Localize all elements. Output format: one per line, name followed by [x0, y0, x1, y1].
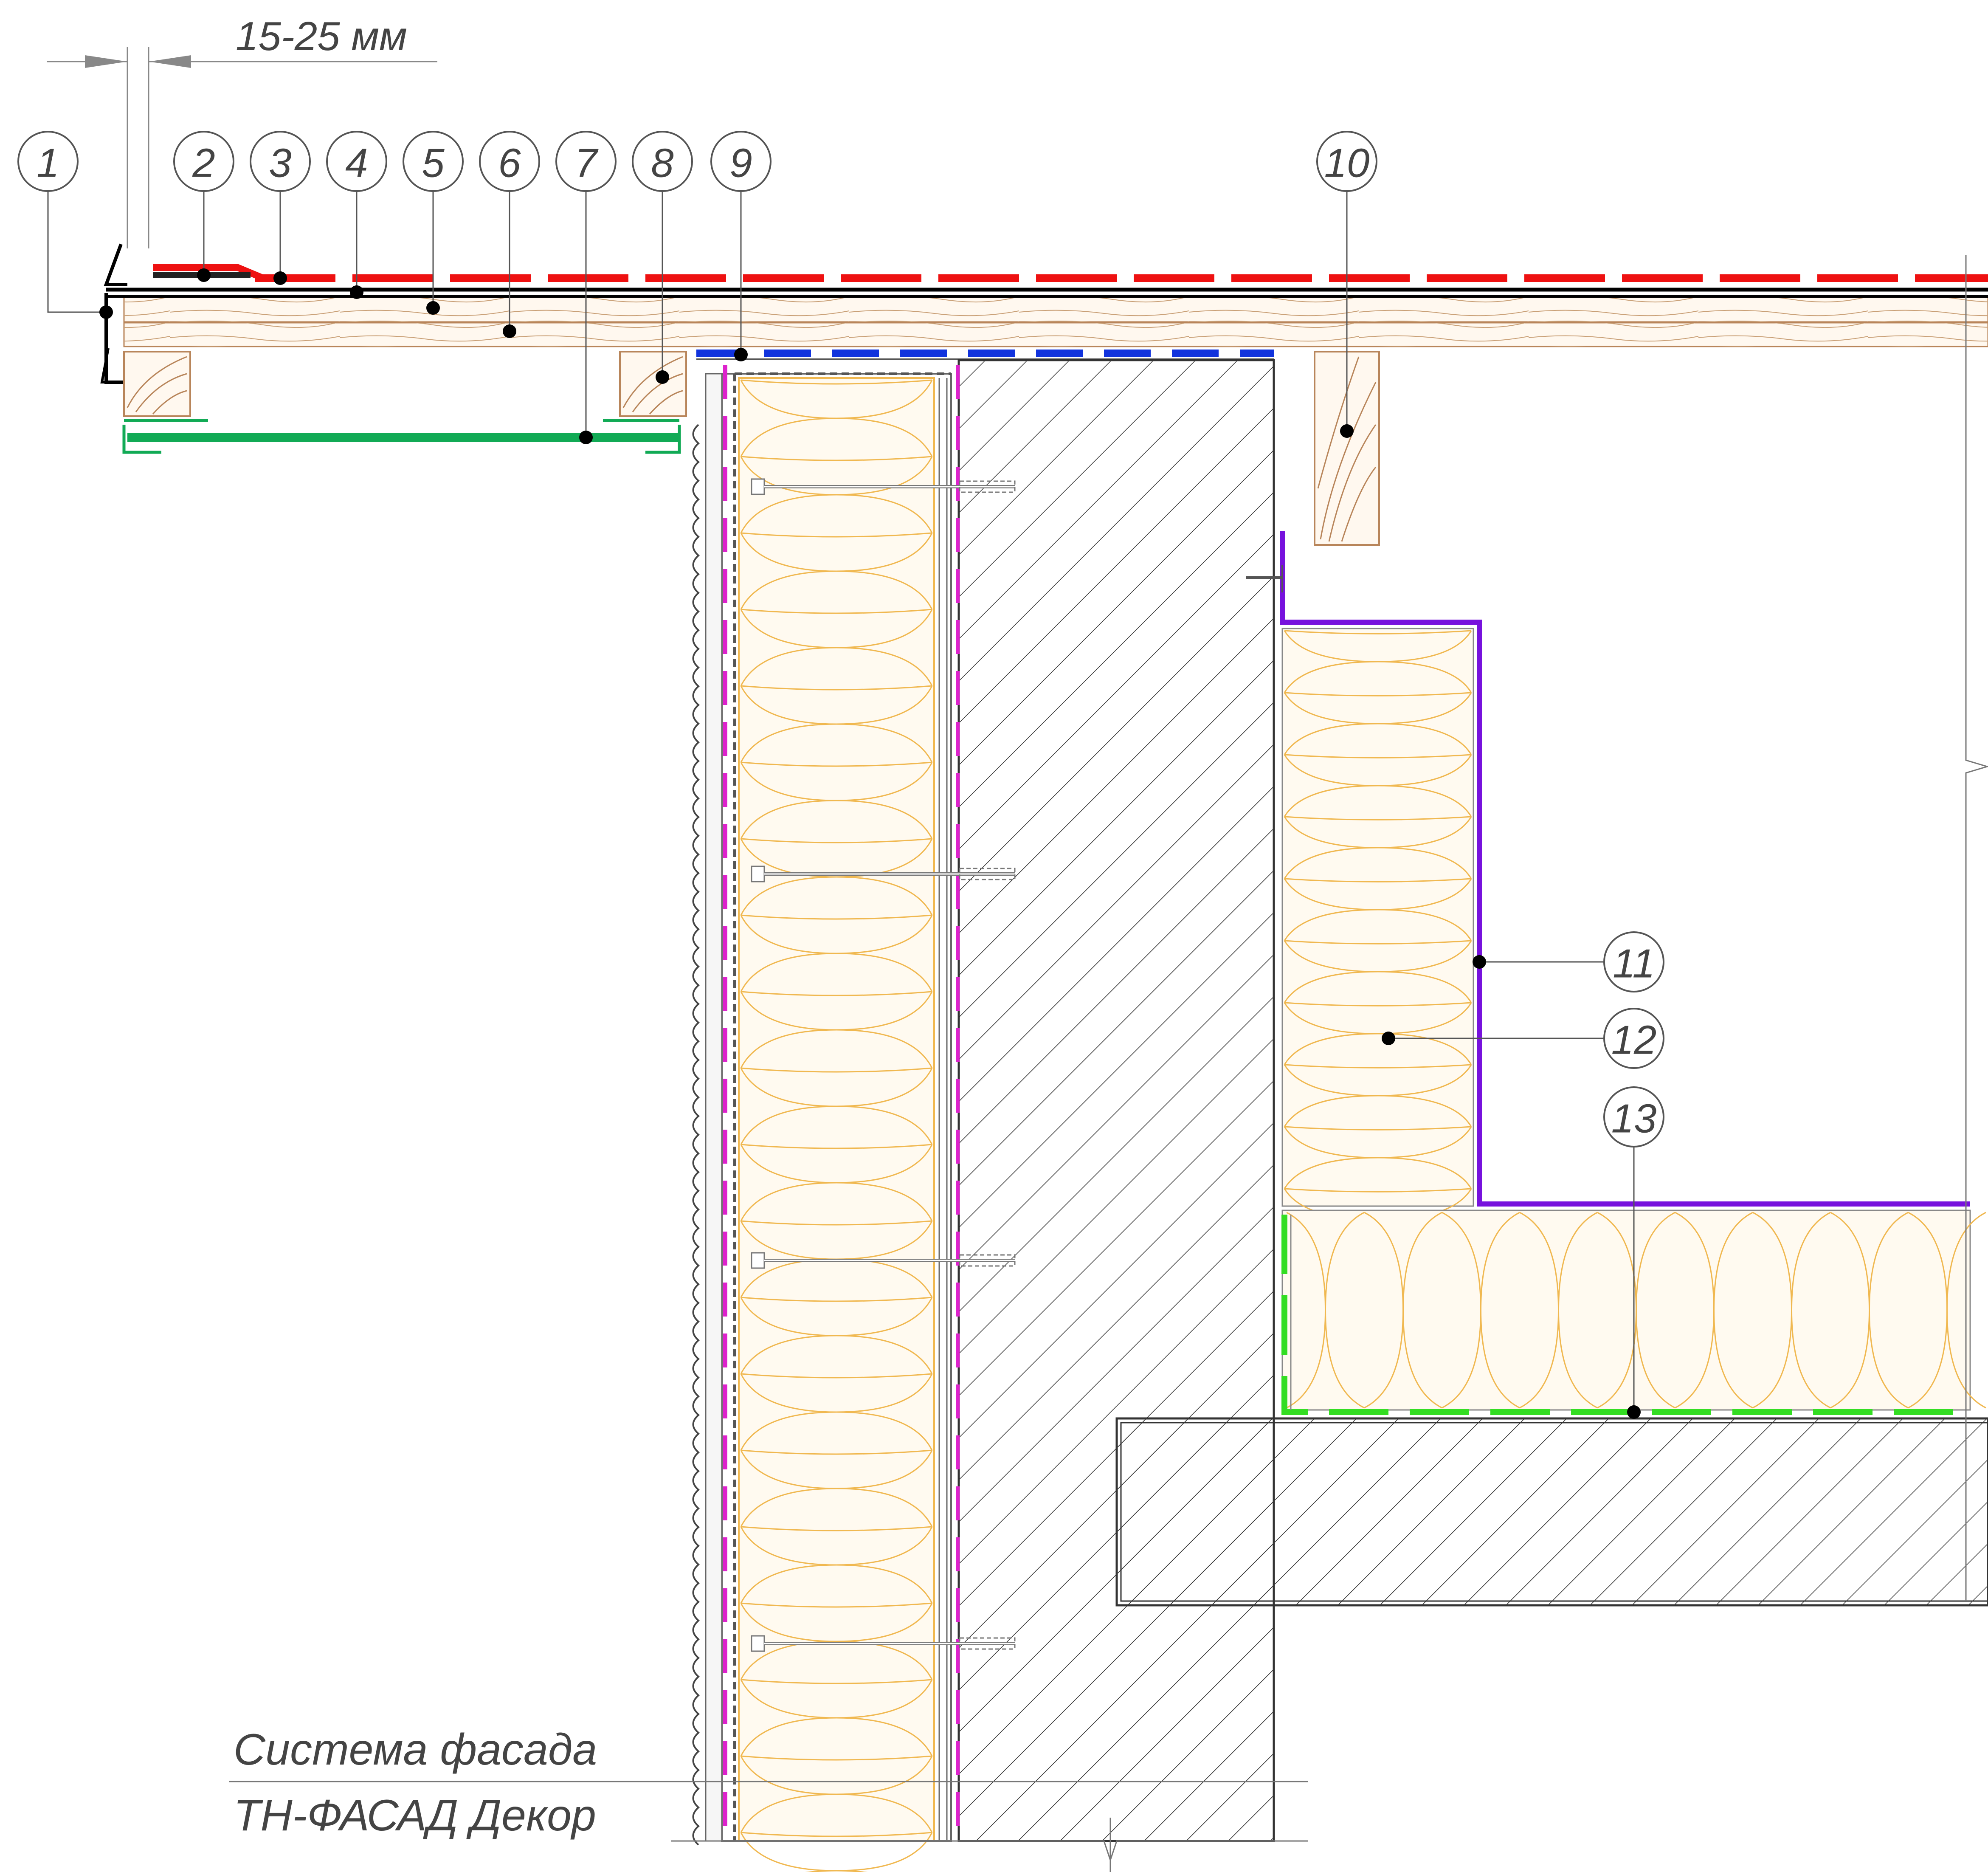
callout-number: 3 — [269, 141, 291, 186]
callout-number: 2 — [192, 141, 215, 186]
callout-dot — [1340, 424, 1354, 438]
ceiling-insulation-horizontal — [1281, 1209, 1971, 1411]
callout-number: 6 — [498, 141, 521, 186]
decor-render-layer — [692, 365, 960, 1846]
batten-right — [619, 351, 687, 417]
callout-dot — [1382, 1032, 1395, 1045]
callout-dot — [426, 301, 440, 315]
callout-circle — [1603, 1008, 1664, 1069]
callout-number: 7 — [574, 141, 599, 186]
callout-dot — [503, 324, 516, 338]
callout-circle — [326, 131, 387, 192]
callout-number: 11 — [1613, 941, 1655, 987]
drip-edge-profile — [104, 243, 127, 286]
callout-dot — [197, 268, 211, 282]
callout-circle — [17, 131, 79, 192]
callout-circle — [1603, 931, 1664, 992]
anchor-dowel — [751, 1252, 1016, 1269]
anchor-dowel — [751, 478, 1016, 495]
facade-insulation-layer — [738, 377, 935, 1842]
concrete-floor-slab — [1115, 1417, 1988, 1607]
callout-dot — [273, 271, 287, 285]
callout-circle — [710, 131, 772, 192]
callout-dot — [99, 305, 113, 319]
callout-circle — [1316, 131, 1377, 192]
ceiling-membrane-green — [1281, 1215, 1970, 1415]
callout-7: 7 — [555, 131, 617, 444]
insulation-anchors — [751, 478, 1016, 1652]
callout-dot — [1627, 1405, 1641, 1419]
callout-3: 3 — [250, 131, 311, 285]
callout-2: 2 — [173, 131, 234, 282]
soffit-panel — [122, 419, 681, 454]
callout-dot — [656, 370, 669, 384]
callout-number: 4 — [345, 141, 368, 186]
ceiling-insulation-vertical — [1281, 628, 1474, 1207]
callout-10: 10 — [1316, 131, 1377, 438]
callout-number: 5 — [422, 141, 445, 186]
callout-11: 11 — [1473, 931, 1664, 992]
callout-8: 8 — [632, 131, 693, 384]
anchor-dowel — [751, 866, 1016, 882]
callout-number: 8 — [651, 141, 673, 186]
callout-circle — [632, 131, 693, 192]
callout-4: 4 — [326, 131, 387, 299]
callout-circle — [1603, 1086, 1664, 1147]
batten-left — [123, 351, 191, 417]
caption-line-1: Система фасада — [234, 1725, 597, 1774]
callout-dot — [350, 285, 363, 299]
facade-insulation — [721, 372, 952, 1872]
callout-number: 12 — [1611, 1018, 1657, 1063]
callout-13: 13 — [1603, 1086, 1664, 1419]
callout-9: 9 — [710, 131, 772, 361]
callout-12: 12 — [1382, 1008, 1664, 1069]
anchor-dowel — [751, 1635, 1016, 1652]
caption: Система фасада ТН-ФАСАД Декор — [229, 1725, 1308, 1840]
dimension-15-25mm: 15-25 мм — [47, 14, 437, 248]
callout-dot — [734, 348, 748, 361]
callout-number: 10 — [1324, 141, 1370, 186]
break-line-right — [1965, 255, 1988, 1601]
callout-leader — [47, 187, 106, 313]
callout-dot — [1473, 955, 1486, 969]
caption-line-2: ТН-ФАСАД Декор — [234, 1791, 596, 1840]
dimension-label: 15-25 мм — [236, 14, 407, 59]
callout-number: 9 — [729, 141, 752, 186]
ceiling-insulation — [1246, 531, 1986, 1415]
callout-circle — [250, 131, 311, 192]
callout-1: 1 — [17, 131, 113, 319]
callout-circle — [555, 131, 617, 192]
concrete-wall — [957, 359, 1988, 1842]
callout-circle — [403, 131, 464, 192]
callout-number: 1 — [37, 141, 59, 186]
concrete-wall-main — [957, 359, 1275, 1842]
callout-dot — [579, 431, 593, 444]
callout-6: 6 — [479, 131, 540, 338]
callout-circle — [173, 131, 234, 192]
callout-circle — [479, 131, 540, 192]
callout-number: 13 — [1611, 1096, 1657, 1142]
callout-5: 5 — [403, 131, 464, 315]
